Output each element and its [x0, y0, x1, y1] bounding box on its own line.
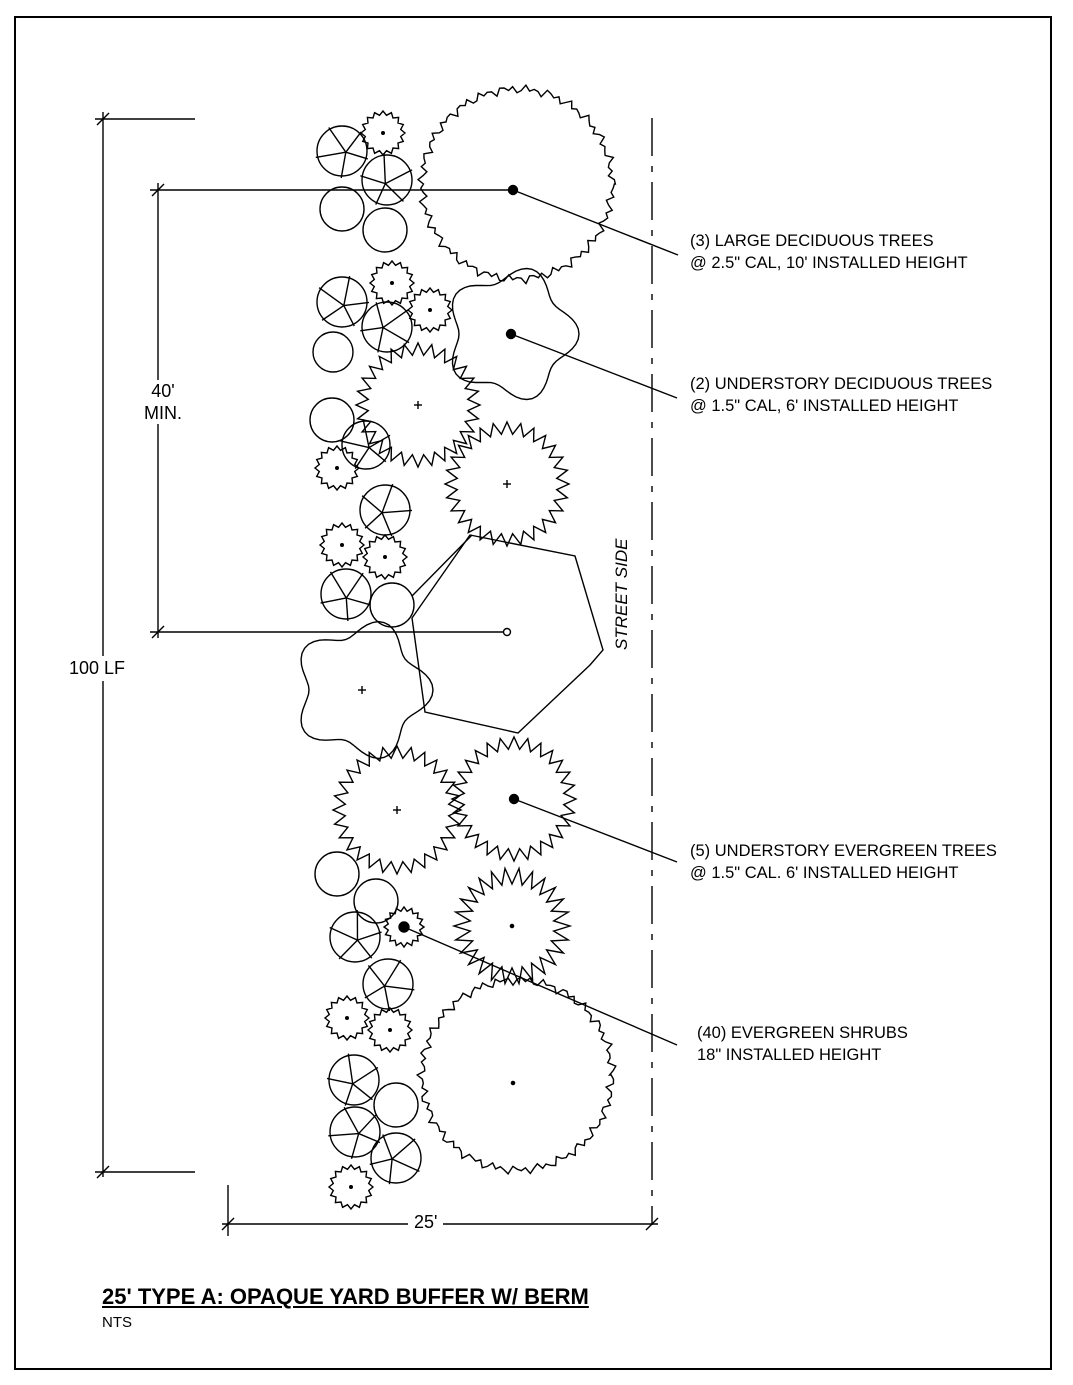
evergreen-shrub: [327, 1163, 375, 1211]
callout-large-deciduous: (3) LARGE DECIDUOUS TREES @ 2.5" CAL, 10…: [690, 232, 968, 272]
large-deciduous-tree: [416, 84, 617, 285]
evergreen-shrub: [362, 207, 408, 253]
evergreen-shrub: [318, 521, 366, 569]
evergreen-shrub: [314, 851, 360, 897]
evergreen-shrub: [370, 1132, 422, 1184]
evergreen-shrub: [329, 1106, 381, 1158]
dimension-40ft-label: 40' MIN.: [138, 380, 188, 424]
callout-understory-evergreen: (5) UNDERSTORY EVERGREEN TREES @ 1.5" CA…: [690, 842, 997, 882]
large-deciduous-tree: [411, 534, 604, 734]
leader-understory-deciduous: [510, 333, 678, 399]
evergreen-shrub: [368, 259, 416, 307]
understory-deciduous-tree: [451, 267, 580, 401]
understory-evergreen-tree: [354, 341, 482, 469]
evergreen-shrub: [361, 301, 413, 353]
evergreen-shrub: [319, 186, 365, 232]
evergreen-shrub: [406, 286, 454, 334]
evergreen-shrub: [373, 1082, 419, 1128]
evergreen-shrub: [361, 533, 409, 581]
large-deciduous-tree: [415, 976, 617, 1176]
street-side-label: STREET SIDE: [612, 538, 631, 650]
understory-evergreen-tree: [450, 735, 578, 863]
evergreen-shrub: [320, 568, 372, 620]
evergreen-shrub: [309, 397, 355, 443]
evergreen-shrub: [312, 331, 354, 373]
understory-evergreen-tree: [331, 744, 463, 876]
evergreen-shrub: [328, 1054, 380, 1106]
evergreen-shrub: [323, 994, 371, 1042]
dimension-100lf-label: 100 LF: [69, 656, 126, 681]
leader-evergreen-shrubs: [403, 926, 678, 1046]
dimension-25ft-label: 25': [408, 1212, 444, 1233]
evergreen-shrub: [362, 958, 414, 1010]
evergreen-shrub: [316, 276, 368, 328]
understory-deciduous-tree: [300, 620, 434, 760]
understory-evergreen-tree: [451, 866, 573, 986]
evergreen-shrub: [361, 154, 413, 206]
drawing-scale-note: NTS: [102, 1314, 132, 1331]
leader-large-deciduous: [512, 189, 679, 256]
understory-evergreen-tree: [443, 420, 571, 548]
evergreen-shrub: [313, 444, 361, 492]
drawing-border: [14, 16, 1052, 1370]
callout-evergreen-shrubs: (40) EVERGREEN SHRUBS 18" INSTALLED HEIG…: [697, 1024, 908, 1064]
evergreen-shrub: [382, 905, 426, 949]
evergreen-shrub: [329, 911, 381, 963]
leader-understory-evergreen: [513, 798, 678, 863]
evergreen-shrub: [353, 878, 399, 924]
evergreen-shrub: [341, 420, 391, 470]
drawing-title: 25' TYPE A: OPAQUE YARD BUFFER W/ BERM: [102, 1284, 589, 1309]
evergreen-shrub: [369, 582, 415, 628]
callout-understory-deciduous: (2) UNDERSTORY DECIDUOUS TREES @ 1.5" CA…: [690, 375, 993, 415]
evergreen-shrub: [366, 1006, 414, 1054]
evergreen-shrub: [359, 484, 411, 536]
